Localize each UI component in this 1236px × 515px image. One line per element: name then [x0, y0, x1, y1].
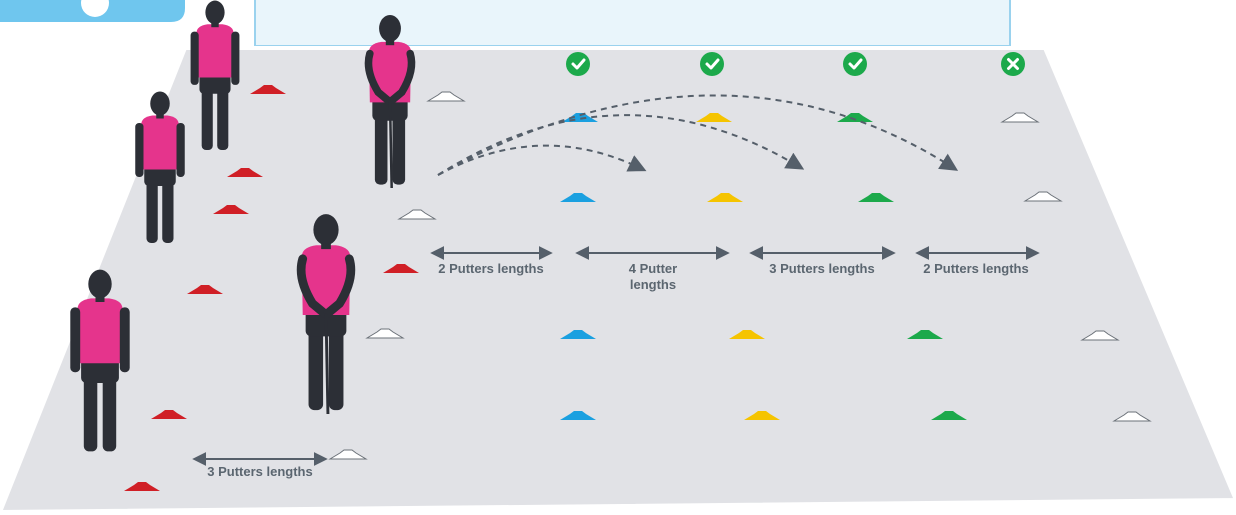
flat-marker-cone-icon: [931, 411, 967, 420]
flat-marker-cone-icon: [560, 330, 596, 339]
check-circle-icon: [843, 52, 867, 76]
flat-marker-cone-icon: [124, 482, 160, 491]
flat-marker-cone-icon: [1000, 112, 1040, 123]
flat-marker-cone-icon: [744, 411, 780, 420]
flat-marker-cone-icon: [858, 193, 894, 202]
flat-marker-cone-icon: [696, 113, 732, 122]
distance-label-1: 2 Putters lengths: [438, 261, 543, 276]
flat-marker-cone-icon: [1112, 411, 1152, 422]
distance-label-3: 3 Putters lengths: [769, 261, 874, 276]
player-figure-icon: [364, 14, 416, 189]
flat-marker-cone-icon: [227, 168, 263, 177]
trajectory-medium: [437, 114, 805, 176]
flat-marker-cone-icon: [907, 330, 943, 339]
practice-green: [0, 46, 1236, 515]
player-figure-icon: [70, 269, 130, 452]
distance-arrows: [192, 246, 1040, 466]
flat-marker-cone-icon: [187, 285, 223, 294]
players: [70, 0, 416, 452]
flat-marker-cone-icon: [707, 193, 743, 202]
target-results: [566, 52, 1025, 76]
flat-marker-cone-icon: [328, 449, 368, 460]
flat-marker-cone-icon: [1023, 191, 1063, 202]
flat-marker-cone-icon: [560, 193, 596, 202]
flat-marker-cone-icon: [1080, 330, 1120, 341]
player-figure-icon: [296, 214, 356, 415]
putt-trajectories: [437, 94, 959, 176]
flat-marker-cone-icon: [250, 85, 286, 94]
trajectory-long: [437, 94, 959, 176]
badge-dot: [81, 0, 109, 17]
flat-marker-cone-icon: [383, 264, 419, 273]
cross-circle-icon: [1001, 52, 1025, 76]
top-banner-panel: [254, 0, 1011, 47]
player-figure-icon: [190, 0, 240, 151]
distance-label-bottom: 3 Putters lengths: [207, 464, 312, 479]
flat-marker-cone-icon: [365, 328, 405, 339]
marker-cones: [124, 85, 1152, 491]
player-figure-icon: [135, 91, 185, 243]
flat-marker-cone-icon: [837, 113, 873, 122]
flat-marker-cone-icon: [397, 209, 437, 220]
flat-marker-cone-icon: [426, 91, 466, 102]
distance-label-4: 2 Putters lengths: [923, 261, 1028, 276]
flat-marker-cone-icon: [213, 205, 249, 214]
flat-marker-cone-icon: [151, 410, 187, 419]
check-circle-icon: [566, 52, 590, 76]
check-circle-icon: [700, 52, 724, 76]
trajectory-short: [437, 144, 647, 176]
flat-marker-cone-icon: [560, 411, 596, 420]
flat-marker-cone-icon: [729, 330, 765, 339]
